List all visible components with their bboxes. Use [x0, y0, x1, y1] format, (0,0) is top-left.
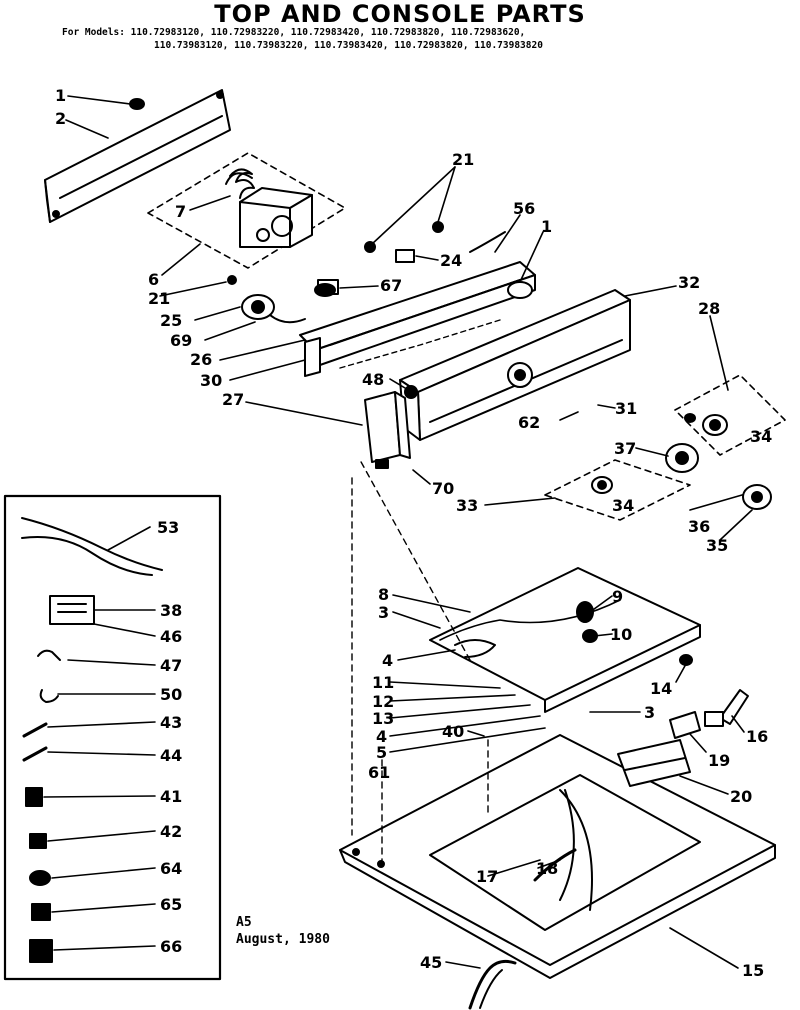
part-label-p14: 14: [650, 679, 672, 698]
part-number-labels: 1 2 7 6 21 21 56 1 24 67 25 69 26 30 48 …: [55, 86, 772, 980]
part-label-p36: 36: [688, 517, 710, 536]
part-label-p53: 53: [157, 518, 179, 537]
part-label-p1b: 1: [541, 217, 552, 236]
part-label-p41: 41: [160, 787, 182, 806]
part-label-p6: 6: [148, 270, 159, 289]
part-label-p1a: 1: [55, 86, 66, 105]
part-label-p7: 7: [175, 202, 186, 221]
part-label-p27: 27: [222, 390, 244, 409]
console-rail: [299, 261, 536, 377]
power-cord: [468, 959, 517, 1010]
diagram-title: TOP AND CONSOLE PARTS: [214, 0, 586, 28]
part-label-p15: 15: [742, 961, 764, 980]
part-label-p8: 8: [378, 585, 389, 604]
leader-lines: [43, 95, 753, 969]
part-label-p35: 35: [706, 536, 728, 555]
parts-inset-box: [3, 494, 222, 981]
right-side-parts: [617, 689, 749, 787]
part-label-p4b: 4: [376, 727, 387, 746]
model-list-line-2: 110.73983120, 110.73983220, 110.73983420…: [154, 40, 543, 51]
footer-info: A5 August, 1980: [236, 914, 330, 948]
part-label-p65: 65: [160, 895, 182, 914]
part-label-p18: 18: [536, 859, 558, 878]
part-label-p48: 48: [362, 370, 384, 389]
part-label-p45: 45: [420, 953, 442, 972]
part-label-p28: 28: [698, 299, 720, 318]
model-list: For Models: 110.72983120, 110.72983220, …: [62, 26, 782, 52]
knob-group-upper: [674, 374, 786, 456]
part-label-p56: 56: [513, 199, 535, 218]
part-label-p38: 38: [160, 601, 182, 620]
part-label-p61: 61: [368, 763, 390, 782]
part-label-p62: 62: [518, 413, 540, 432]
part-label-p12: 12: [372, 692, 394, 711]
part-label-p4a: 4: [382, 651, 393, 670]
part-label-p20: 20: [730, 787, 752, 806]
footer-date: August, 1980: [236, 932, 330, 947]
part-label-p21a: 21: [452, 150, 474, 169]
top-panel: [429, 567, 701, 713]
part-label-p16: 16: [746, 727, 768, 746]
part-label-p42: 42: [160, 822, 182, 841]
part-label-p46: 46: [160, 627, 182, 646]
part-label-p17: 17: [476, 867, 498, 886]
part-label-p13: 13: [372, 709, 394, 728]
part-label-p2: 2: [55, 109, 66, 128]
part-label-p66: 66: [160, 937, 182, 956]
part-label-p9: 9: [612, 587, 623, 606]
part-label-p40: 40: [442, 722, 464, 741]
part-label-p24: 24: [440, 251, 462, 270]
part-label-p43: 43: [160, 713, 182, 732]
part-label-p70: 70: [432, 479, 454, 498]
console-end-cap: [364, 391, 411, 469]
part-label-p32: 32: [678, 273, 700, 292]
part-label-p11: 11: [372, 673, 394, 692]
alignment-lines: [351, 459, 489, 861]
part-label-p33: 33: [456, 496, 478, 515]
part-label-p30: 30: [200, 371, 222, 390]
part-label-p44: 44: [160, 746, 182, 765]
cabinet-top: [339, 734, 776, 979]
part-label-p34b: 34: [612, 496, 634, 515]
screw-1: [129, 98, 145, 110]
part-label-p10: 10: [610, 625, 632, 644]
part-label-p50: 50: [160, 685, 182, 704]
part-label-p31: 31: [615, 399, 637, 418]
footer-code: A5: [236, 915, 252, 930]
part-label-p5: 5: [376, 743, 387, 762]
model-list-line-1: For Models: 110.72983120, 110.72983220, …: [62, 27, 526, 38]
part-label-p3b: 3: [644, 703, 655, 722]
part-label-p67: 67: [380, 276, 402, 295]
part-label-p34a: 34: [750, 427, 772, 446]
part-label-p47: 47: [160, 656, 182, 675]
part-label-p64: 64: [160, 859, 182, 878]
knob-group-lower: [544, 443, 772, 521]
back-panel: [44, 89, 231, 223]
part-label-p3a: 3: [378, 603, 389, 622]
part-label-p26: 26: [190, 350, 212, 369]
part-label-p19: 19: [708, 751, 730, 770]
part-label-p21b: 21: [148, 289, 170, 308]
part-label-p25: 25: [160, 311, 182, 330]
left-small-parts: [227, 221, 533, 324]
timer-group: [147, 152, 346, 269]
part-label-p37: 37: [614, 439, 636, 458]
part-label-p69: 69: [170, 331, 192, 350]
